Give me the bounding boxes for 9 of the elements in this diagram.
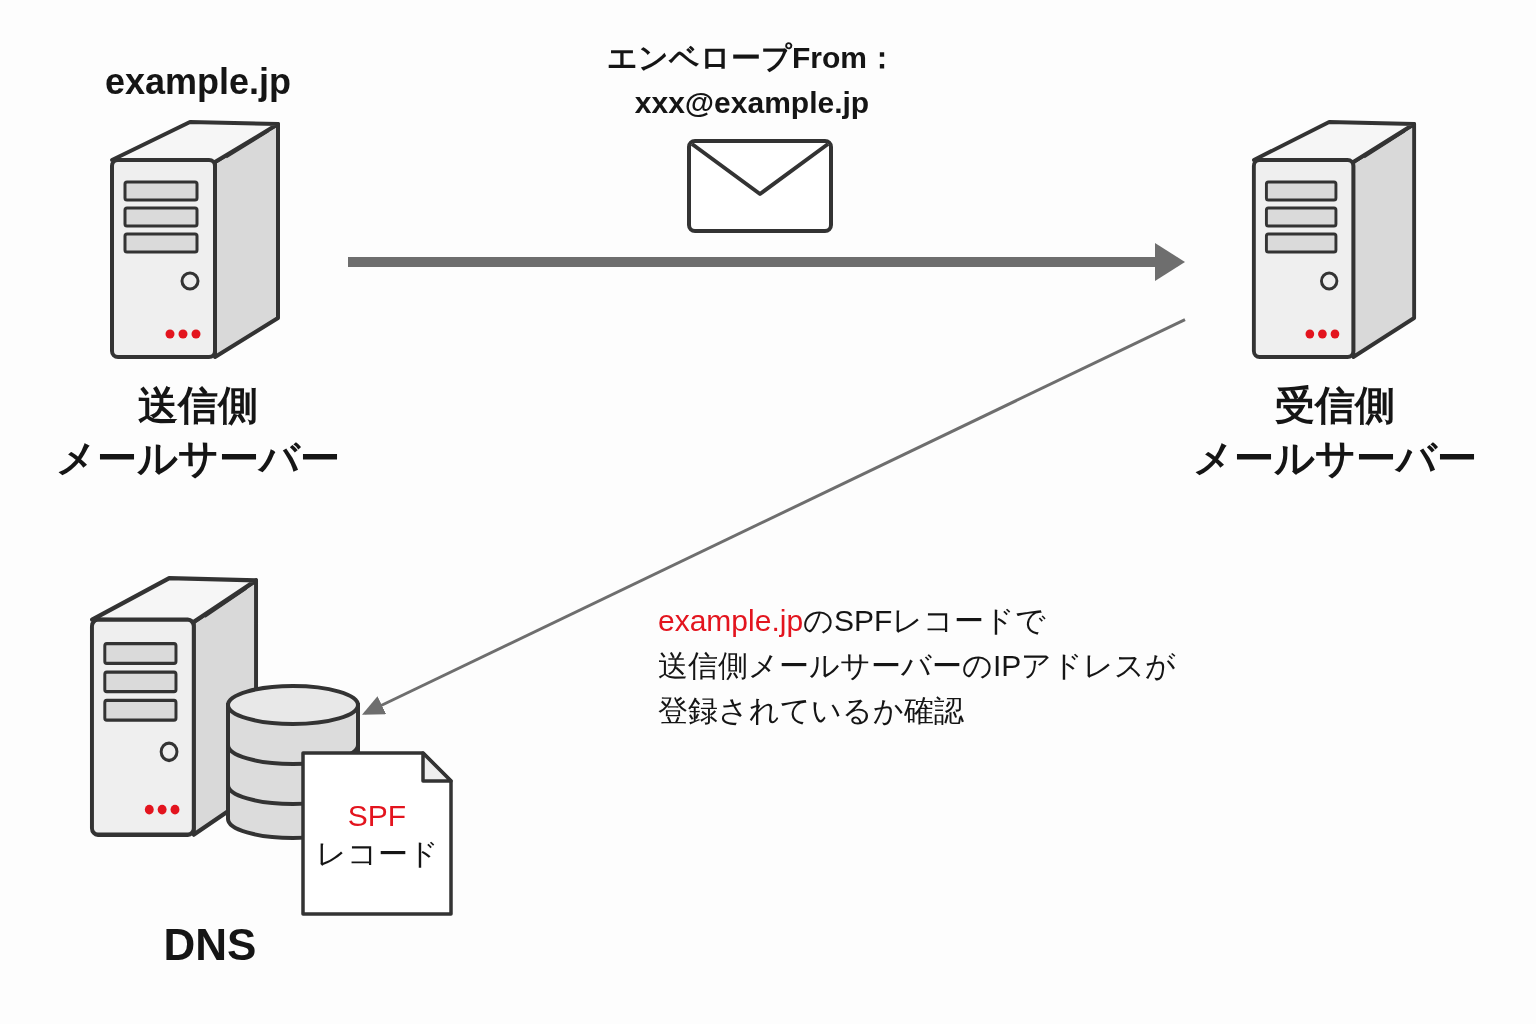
domain-label: example.jp	[104, 60, 292, 104]
edge-label: エンベロープFrom：xxx@example.jp	[607, 40, 897, 121]
node-label: 受信側メールサーバー	[1193, 382, 1477, 482]
edge-label: example.jpのSPFレコードで送信側メールサーバーのIPアドレスが登録されているか確認	[658, 603, 1177, 729]
node-label: 送信側メールサーバー	[56, 382, 340, 482]
document-label: SPFレコード	[315, 798, 439, 872]
arrow	[348, 243, 1185, 281]
arrow	[362, 318, 1186, 715]
node-label: DNS	[163, 919, 257, 971]
